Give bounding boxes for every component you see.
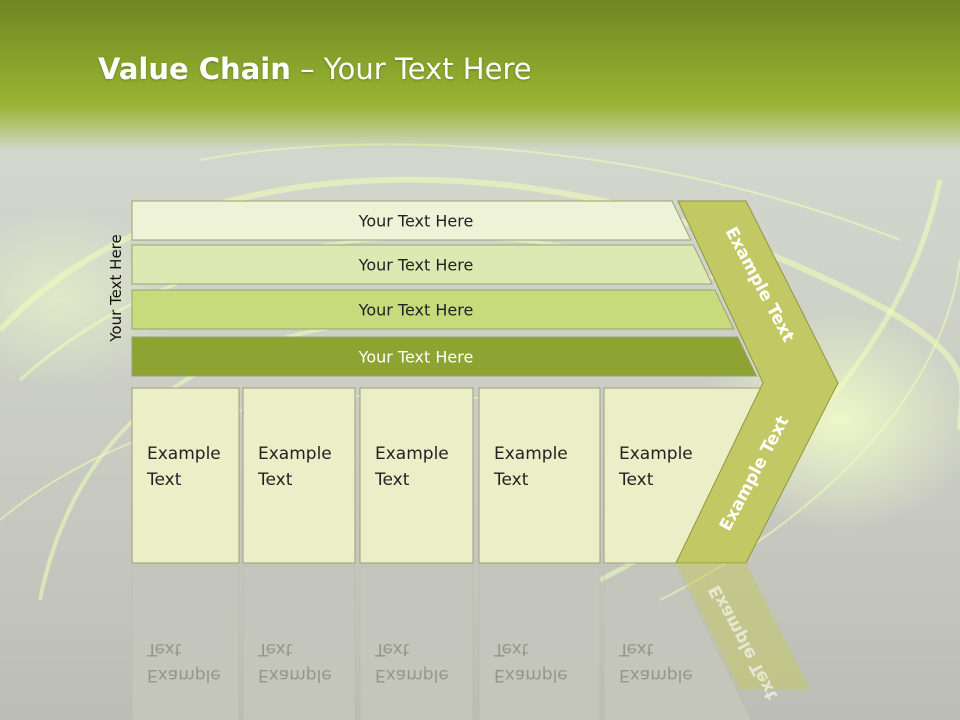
title-rest: – Your Text Here (290, 52, 532, 86)
reflection-line1: Example (494, 665, 568, 685)
slide-title: Value Chain – Your Text Here (98, 52, 532, 86)
support-activity-bar: Your Text Here (131, 336, 758, 377)
reflection-line1: Example (619, 665, 693, 685)
support-activity-label: Your Text Here (358, 256, 474, 275)
header-band (0, 0, 960, 150)
primary-activity-line1: Example (375, 444, 449, 464)
primary-activity-line1: Example (147, 444, 221, 464)
primary-activity-line2: Text (493, 470, 529, 490)
reflection-line2: Text (257, 639, 293, 659)
support-activity-bar: Your Text Here (131, 244, 713, 285)
reflection-line2: Text (374, 639, 410, 659)
reflection-line1: Example (258, 665, 332, 685)
reflection-line2: Text (618, 639, 654, 659)
reflection-line1: Example (147, 665, 221, 685)
primary-activity-line1: Example (494, 444, 568, 464)
support-activity-label: Your Text Here (358, 348, 474, 367)
chevron-reflection (676, 563, 810, 690)
primary-activity-line2: Text (257, 470, 293, 490)
reflection-line1: Example (375, 665, 449, 685)
primary-activity-line1: Example (258, 444, 332, 464)
reflection-line2: Text (146, 639, 182, 659)
support-activity-bar: Your Text Here (131, 289, 735, 330)
primary-activity-line2: Text (374, 470, 410, 490)
primary-activity-line2: Text (146, 470, 182, 490)
title-bold: Value Chain (98, 52, 291, 86)
side-label: Your Text Here (107, 234, 125, 342)
primary-activity-line1: Example (619, 444, 693, 464)
primary-activity-line2: Text (618, 470, 654, 490)
support-activity-label: Your Text Here (358, 212, 474, 231)
support-activity-label: Your Text Here (358, 301, 474, 320)
support-activity-bar: Your Text Here (131, 200, 692, 241)
reflection-line2: Text (493, 639, 529, 659)
